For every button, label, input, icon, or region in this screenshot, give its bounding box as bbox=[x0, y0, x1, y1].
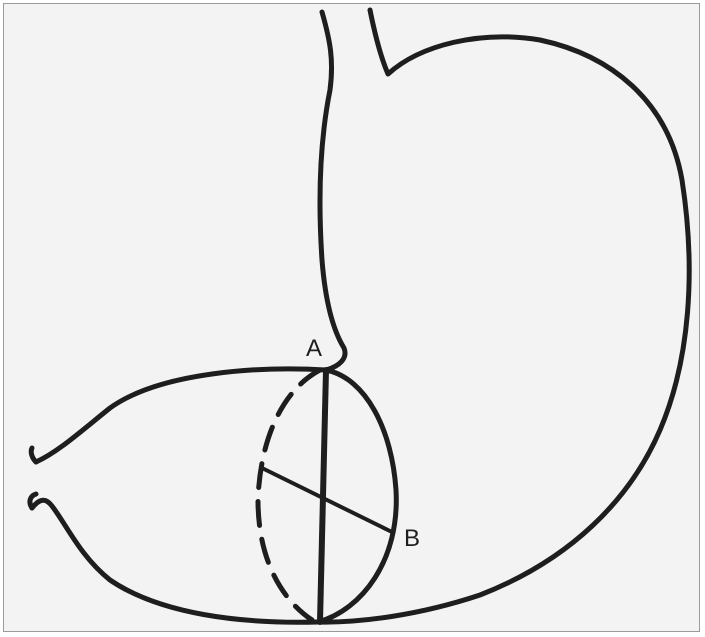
point-b-label: B bbox=[404, 525, 420, 552]
short-axis-line bbox=[262, 468, 392, 532]
stomach-greater-curvature bbox=[318, 10, 689, 622]
point-a-label: A bbox=[306, 335, 322, 362]
pyloric-ellipse-dashed-arc bbox=[258, 370, 320, 620]
duodenum-upper-lip bbox=[31, 448, 36, 462]
pyloric-ellipse-solid-arc bbox=[318, 370, 396, 622]
pylorus-lower-wall bbox=[32, 500, 318, 622]
pylorus-upper-wall bbox=[36, 369, 326, 462]
esophagus-left-wall bbox=[320, 12, 345, 370]
